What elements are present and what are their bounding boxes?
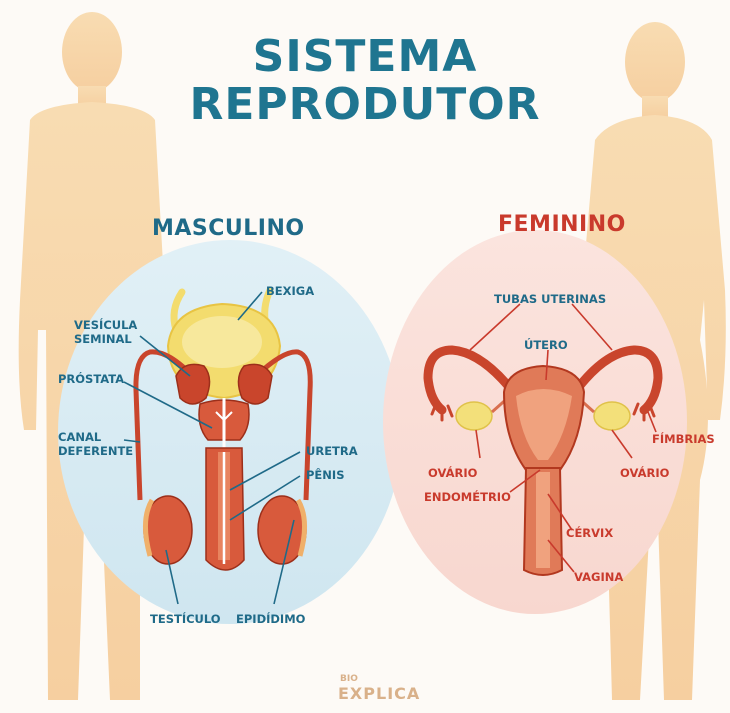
label-uretra: URETRA [306,444,358,458]
logo-top-text: BIO [340,674,358,684]
label-fimbrias: FÍMBRIAS [652,432,715,446]
label-bexiga: BEXIGA [266,284,314,298]
female-heading: FEMININO [498,212,626,237]
label-ovario-right: OVÁRIO [620,466,669,480]
label-vesicula-seminal: VESÍCULA SEMINAL [74,318,137,346]
logo-main-text: EXPLICA [338,684,420,703]
label-penis: PÊNIS [306,468,344,482]
page-title-line1: SISTEMA [0,34,730,80]
label-endometrio: ENDOMÉTRIO [424,490,511,504]
label-vagina: VAGINA [574,570,623,584]
label-cervix: CÉRVIX [566,526,613,540]
label-testiculo: TESTÍCULO [150,612,221,626]
male-heading: MASCULINO [152,216,305,241]
label-epididimo: EPIDÍDIMO [236,612,305,626]
label-canal-deferente: CANAL DEFERENTE [58,430,133,458]
page-title-line2: REPRODUTOR [0,82,730,128]
label-tubas-uterinas: TUBAS UTERINAS [494,292,606,306]
label-utero: ÚTERO [524,338,568,352]
label-prostata: PRÓSTATA [58,372,124,386]
label-ovario-left: OVÁRIO [428,466,477,480]
